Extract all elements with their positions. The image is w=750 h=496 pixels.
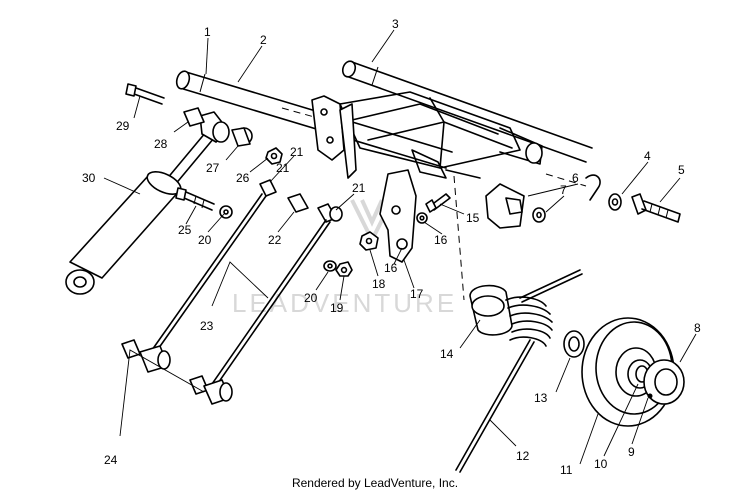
hardware-center — [359, 193, 451, 251]
callout-21a: 21 — [290, 145, 304, 159]
callout-30: 30 — [82, 171, 96, 185]
hardware-right — [532, 173, 681, 223]
callout-24: 24 — [104, 453, 118, 467]
rail-frame — [339, 91, 543, 179]
callout-12: 12 — [516, 449, 530, 463]
leader-lines — [103, 29, 697, 465]
idler-axle — [445, 169, 525, 229]
spring-washer — [563, 330, 585, 358]
callout-21c: 21 — [352, 181, 366, 195]
callout-11: 11 — [560, 463, 573, 477]
callout-23: 23 — [200, 319, 214, 333]
callout-21b: 21 — [276, 161, 290, 175]
callout-10: 10 — [594, 457, 608, 471]
idler-wheel — [581, 317, 685, 427]
callout-18: 18 — [372, 277, 386, 291]
footer-credit: Rendered by LeadVenture, Inc. — [291, 476, 459, 490]
limiter-rods — [121, 179, 343, 405]
callout-7: 7 — [560, 183, 567, 197]
shock-hardware-lower — [175, 187, 233, 219]
callouts: 1 2 3 4 5 6 7 8 9 10 11 12 13 14 15 16 1… — [82, 17, 701, 477]
callout-28: 28 — [154, 137, 168, 151]
torsion-spring — [453, 175, 583, 473]
side-bracket — [311, 95, 357, 179]
callout-4: 4 — [644, 149, 651, 163]
callout-20a: 20 — [304, 291, 318, 305]
lower-bracket — [379, 169, 417, 263]
callout-5: 5 — [678, 163, 685, 177]
shock-absorber — [65, 111, 230, 295]
callout-25: 25 — [178, 223, 192, 237]
callout-9: 9 — [628, 445, 635, 459]
shock-hardware-upper — [125, 83, 283, 165]
callout-3: 3 — [392, 17, 399, 31]
callout-19: 19 — [330, 301, 344, 315]
callout-6: 6 — [572, 171, 579, 185]
callout-29: 29 — [116, 119, 130, 133]
callout-16a: 16 — [434, 233, 448, 247]
callout-16b: 16 — [384, 261, 398, 275]
rear-shaft — [341, 60, 593, 163]
callout-14: 14 — [440, 347, 454, 361]
callout-15: 15 — [466, 211, 480, 225]
callout-8: 8 — [694, 321, 701, 335]
callout-27: 27 — [206, 161, 220, 175]
callout-13: 13 — [534, 391, 548, 405]
callout-26: 26 — [236, 171, 250, 185]
callout-1: 1 — [204, 25, 211, 39]
callout-20b: 20 — [198, 233, 212, 247]
hardware-lower — [323, 260, 353, 277]
callout-17: 17 — [410, 287, 424, 301]
callout-2: 2 — [260, 33, 267, 47]
callout-22: 22 — [268, 233, 282, 247]
